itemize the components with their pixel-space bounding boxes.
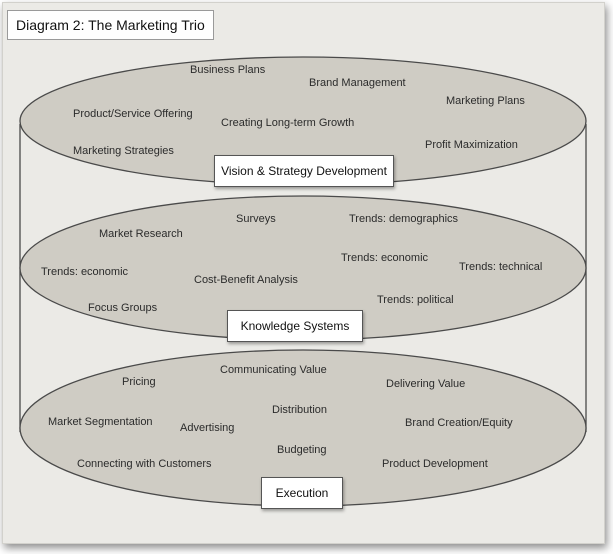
tier1-item: Profit Maximization xyxy=(425,139,518,151)
tier2-item: Surveys xyxy=(236,213,276,225)
tier1-item: Marketing Strategies xyxy=(73,145,174,157)
tier3-item: Connecting with Customers xyxy=(77,458,212,470)
tier3-item: Budgeting xyxy=(277,444,327,456)
tier2-item: Trends: political xyxy=(377,294,454,306)
tier3-item: Product Development xyxy=(382,458,488,470)
tier1-item: Marketing Plans xyxy=(446,95,525,107)
tier3-item: Brand Creation/Equity xyxy=(405,417,513,429)
tier3-label: Execution xyxy=(261,477,343,509)
tier3-item: Distribution xyxy=(272,404,328,416)
tier2-item: Trends: technical xyxy=(459,261,543,273)
tier2-item: Trends: demographics xyxy=(349,213,459,225)
tier3-item: Pricing xyxy=(122,376,156,388)
tier1-item: Creating Long-term Growth xyxy=(221,117,355,129)
tier1-label: Vision & Strategy Development xyxy=(214,155,394,187)
tier1-item: Product/Service Offering xyxy=(73,108,193,120)
tier3-item: Communicating Value xyxy=(220,364,327,376)
tier2-item: Trends: economic xyxy=(41,266,129,278)
tier2-item: Focus Groups xyxy=(88,302,158,314)
tier3-item: Advertising xyxy=(180,422,235,434)
tier2-item: Trends: economic xyxy=(341,252,429,264)
tier3-item: Market Segmentation xyxy=(48,416,153,428)
tier1-item: Business Plans xyxy=(190,64,266,76)
tier2-item: Market Research xyxy=(99,228,183,240)
diagram-title: Diagram 2: The Marketing Trio xyxy=(7,10,214,40)
tier3-item: Delivering Value xyxy=(386,378,466,390)
tier2-label: Knowledge Systems xyxy=(227,310,363,342)
tier2-item: Cost-Benefit Analysis xyxy=(194,274,298,286)
tier1-item: Brand Management xyxy=(309,77,406,89)
